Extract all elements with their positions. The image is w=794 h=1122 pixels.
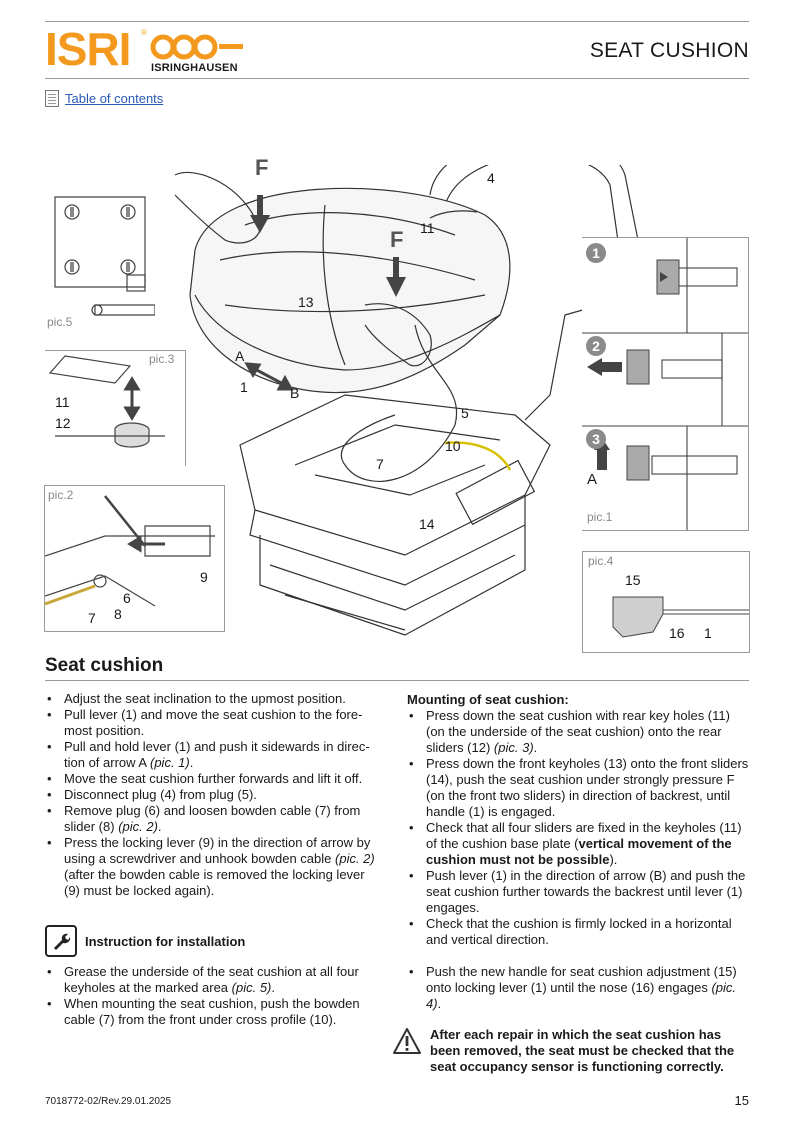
bullet-item: Disconnect plug (4) from plug (5).: [45, 787, 380, 803]
pic2-panel: pic.2 9 6 7 8: [44, 485, 225, 632]
callout-p1-A: A: [587, 471, 598, 488]
table-of-contents-link[interactable]: Table of contents: [65, 91, 164, 106]
callout-4: 4: [487, 170, 495, 186]
seat-cushion-figure: pic.5 pic.3 11 12: [44, 155, 750, 655]
locking-lever-diagram: [44, 495, 215, 607]
callout-5: 5: [461, 405, 469, 421]
warning-triangle-icon: [393, 1028, 421, 1054]
wrench-icon: [45, 925, 77, 957]
bullet-item: Move the seat cushion further forwards a…: [45, 771, 380, 787]
registered-mark: ®: [141, 28, 147, 37]
bullet-item: Pull lever (1) and move the seat cushion…: [45, 707, 380, 739]
callout-F1: F: [255, 155, 269, 180]
pic5-label: pic.5: [47, 315, 73, 329]
callout-p2-7: 7: [88, 610, 96, 626]
pic3-label: pic.3: [149, 352, 175, 366]
handle-steps: Push the new handle for seat cushion adj…: [407, 964, 749, 1012]
pic5-panel: pic.5: [45, 187, 156, 332]
bullet-item: Press down the seat cushion with rear ke…: [407, 708, 749, 756]
installation-steps: Grease the underside of the seat cushion…: [45, 964, 380, 1028]
callout-1: 1: [240, 379, 248, 395]
installation-column: Grease the underside of the seat cushion…: [45, 964, 380, 1028]
bullet-item: When mounting the seat cushion, push the…: [45, 996, 380, 1028]
bullet-item: Pull and hold lever (1) and push it side…: [45, 739, 380, 771]
pic2-label: pic.2: [48, 488, 74, 502]
pic4-label: pic.4: [588, 554, 614, 568]
keyhole-plate-diagram: [54, 196, 156, 316]
bullet-item: Grease the underside of the seat cushion…: [45, 964, 380, 996]
callout-p3-12: 12: [55, 415, 71, 431]
logo-rings-icon: [150, 34, 243, 60]
pic1-step-3-badge: 3: [586, 429, 606, 449]
logo-wordmark: ISRI: [45, 23, 131, 75]
callout-p2-6: 6: [123, 590, 131, 606]
pic3-panel: pic.3 11 12: [45, 350, 186, 466]
pic4-panel: pic.4 15 16 1: [582, 551, 750, 653]
bullet-item: Press the locking lever (9) in the direc…: [45, 835, 380, 899]
callout-13: 13: [298, 294, 314, 310]
mounting-column: Mounting of seat cushion: Press down the…: [407, 692, 749, 948]
bullet-item: Check that the cushion is firmly locked …: [407, 916, 749, 948]
instruction-heading: Instruction for installation: [45, 925, 245, 957]
callout-p4-16: 16: [669, 625, 685, 641]
toc-link-row[interactable]: Table of contents: [45, 90, 163, 107]
callout-p3-11: 11: [55, 394, 70, 410]
callout-F2: F: [390, 227, 404, 252]
section-rule: [45, 680, 749, 681]
warning-box: After each repair in which the seat cush…: [392, 1027, 750, 1075]
callout-p2-9: 9: [200, 569, 208, 585]
removal-column: Adjust the seat inclination to the upmos…: [45, 691, 380, 899]
bullet-item: Adjust the seat inclination to the upmos…: [45, 691, 380, 707]
handle-steps-diagram: [582, 238, 748, 530]
page-number: 15: [734, 1093, 749, 1108]
callout-11: 11: [420, 220, 435, 236]
callout-7: 7: [376, 456, 384, 472]
mounting-steps: Press down the seat cushion with rear ke…: [407, 708, 749, 948]
mounting-heading: Mounting of seat cushion:: [407, 692, 569, 707]
handle-nose-diagram: [612, 596, 749, 638]
section-title: Seat cushion: [45, 655, 164, 676]
instruction-label: Instruction for installation: [85, 933, 246, 949]
pic1-panel: 1 2 3 A pic.1: [582, 237, 749, 531]
pic1-step-1-badge: 1: [586, 243, 606, 263]
pic1-step-2-badge: 2: [586, 336, 606, 356]
pic1-label: pic.1: [587, 510, 613, 524]
handle-column: Push the new handle for seat cushion adj…: [407, 964, 749, 1012]
seat-illustration: [174, 165, 646, 636]
callout-p4-1: 1: [704, 625, 712, 641]
page-title: SEAT CUSHION: [589, 39, 749, 62]
callout-B: B: [290, 385, 300, 401]
callout-p4-15: 15: [625, 572, 641, 588]
callout-14: 14: [419, 516, 435, 532]
header-bottom-rule: [45, 78, 749, 79]
bullet-item: Remove plug (6) and loosen bowden cable …: [45, 803, 380, 835]
removal-steps: Adjust the seat inclination to the upmos…: [45, 691, 380, 899]
isri-logo: ISRI ® ISRINGHAUSEN: [45, 23, 245, 75]
header-top-rule: [45, 21, 749, 22]
callout-p2-8: 8: [114, 606, 122, 622]
rear-slider-diagram: [48, 355, 165, 448]
logo-subtitle: ISRINGHAUSEN: [151, 62, 238, 74]
callout-A: A: [235, 348, 245, 364]
callout-10: 10: [445, 438, 461, 454]
bullet-item: Push lever (1) in the direction of arrow…: [407, 868, 749, 916]
warning-text: After each repair in which the seat cush…: [430, 1027, 735, 1074]
document-id: 7018772-02/Rev.29.01.2025: [45, 1096, 172, 1107]
bullet-item: Push the new handle for seat cushion adj…: [407, 964, 749, 1012]
bullet-item: Check that all four sliders are fixed in…: [407, 820, 749, 868]
document-icon: [45, 90, 59, 107]
bullet-item: Press down the front keyholes (13) onto …: [407, 756, 749, 820]
